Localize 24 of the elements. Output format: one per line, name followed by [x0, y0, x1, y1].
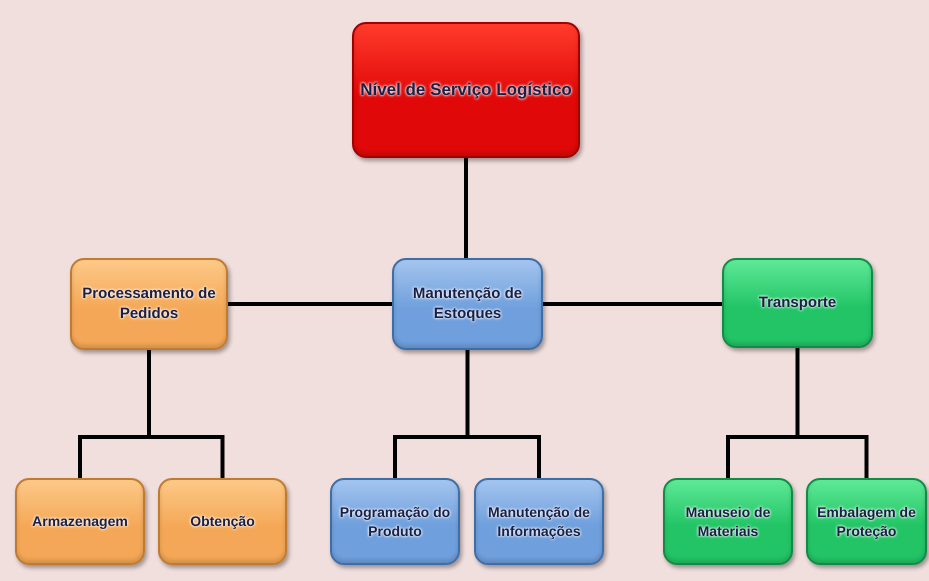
category-box	[806, 478, 927, 565]
box-label: Transporte	[758, 292, 836, 313]
category-box	[722, 258, 873, 348]
box-label: Obtenção	[190, 512, 255, 531]
box-label: Embalagem de Proteção	[816, 502, 917, 540]
category-box	[474, 478, 604, 565]
box-label: Manutenção de Estoques	[412, 284, 524, 324]
category-box	[663, 478, 793, 565]
box-label: Processamento de Pedidos	[81, 284, 217, 324]
connector-line	[464, 158, 468, 258]
category-box	[392, 258, 543, 350]
category-box	[158, 478, 287, 565]
box-label: Nível de Serviço Logístico	[360, 78, 572, 101]
category-box	[70, 258, 228, 350]
connector-line	[228, 302, 392, 306]
category-box	[330, 478, 460, 565]
category-box	[352, 22, 580, 158]
connector-line	[543, 302, 722, 306]
connector-line	[147, 350, 224, 478]
category-box	[15, 478, 145, 565]
box-label: Programação do Produto	[338, 502, 452, 540]
box-label: Manutenção de Informações	[487, 502, 591, 540]
box-label: Armazenagem	[32, 512, 128, 531]
box-label: Manuseio de Materiais	[684, 502, 772, 540]
